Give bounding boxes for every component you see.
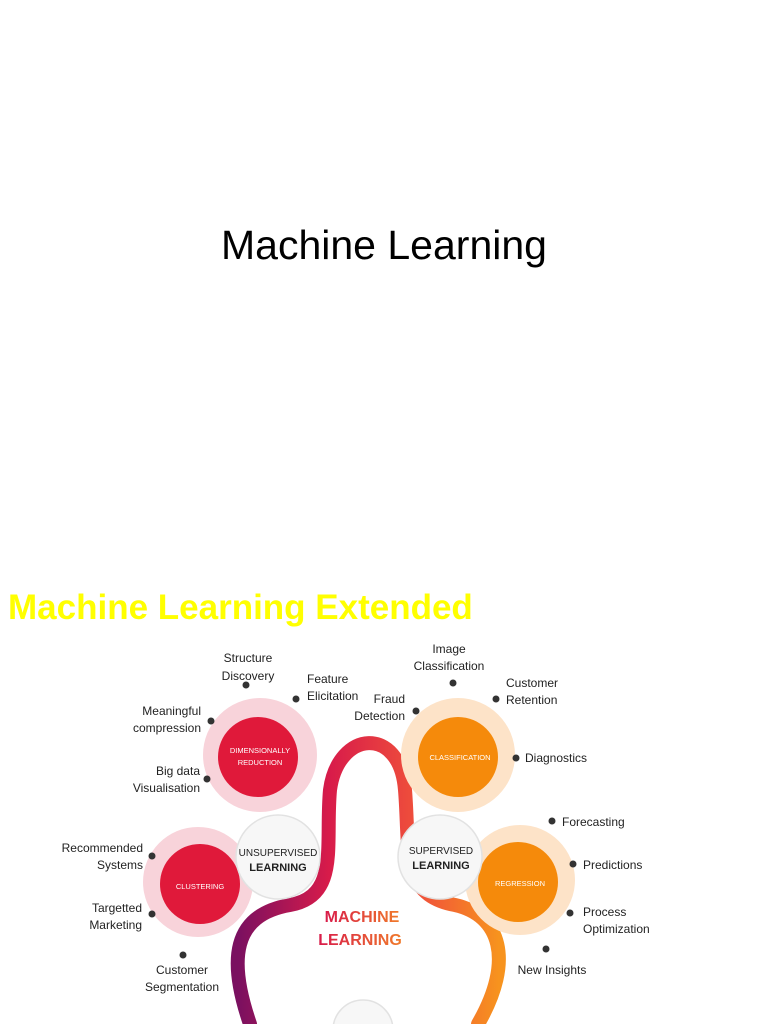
dot-process [566,909,574,917]
item-fraud-line1: Fraud [374,692,405,706]
dot-feature [292,695,300,703]
item-recommended-line2: Systems [97,858,143,872]
item-image-line2: Classification [414,659,485,673]
clustering-circle [160,844,240,924]
item-bigdata-line1: Big data [156,764,200,778]
center-label-line2: LEARNING [318,932,402,949]
dot-predictions [569,860,577,868]
dot-structure [242,681,250,689]
section-banner-title: Machine Learning Extended [8,588,473,627]
item-image-line1: Image [432,642,466,656]
item-feature-line2: Elicitation [307,689,358,703]
machine-learning-diagram: DIMENSIONALLY REDUCTION CLUSTERING CLASS… [62,642,650,1024]
item-process-line2: Optimization [583,922,650,936]
classification-label: CLASSIFICATION [429,753,490,762]
item-fraud-line2: Detection [354,709,405,723]
item-meaningful-line1: Meaningful [142,704,201,718]
dimensionality-label-line2: REDUCTION [238,758,283,767]
bullet-dots [148,679,577,959]
item-recommended-line1: Recommended [62,841,143,855]
item-targetted-line1: Targetted [92,901,142,915]
dot-retention [492,695,500,703]
center-label-line1: MACHINE [325,909,400,926]
dimensionality-circle [218,717,298,797]
unsupervised-label-line2: LEARNING [249,862,306,874]
dot-image [449,679,457,687]
ribbon-path [230,736,506,1024]
item-feature-line1: Feature [307,672,349,686]
item-segmentation-line1: Customer [156,963,208,977]
clustering-label: CLUSTERING [176,882,225,891]
supervised-label-line2: LEARNING [412,860,469,872]
item-bigdata-line2: Visualisation [133,781,200,795]
regression-circle [478,842,558,922]
item-meaningful-line2: compression [133,721,201,735]
supervised-label-line1: SUPERVISED [409,846,473,857]
dot-insights [542,945,550,953]
supervised-hub [397,814,483,900]
item-predictions: Predictions [583,858,642,872]
dot-segmentation [179,951,187,959]
item-structure-line2: Discovery [222,669,275,683]
bottom-hub [332,999,394,1024]
item-structure-line1: Structure [224,651,273,665]
dot-diagnostics [512,754,520,762]
item-segmentation-line2: Segmentation [145,980,219,994]
dot-meaningful [207,717,215,725]
item-process-line1: Process [583,905,626,919]
regression-label: REGRESSION [495,879,545,888]
item-retention-line2: Retention [506,693,557,707]
classification-circle [418,717,498,797]
unsupervised-label-line1: UNSUPERVISED [239,848,318,859]
item-diagnostics: Diagnostics [525,751,587,765]
item-forecasting: Forecasting [562,815,625,829]
dimensionality-label-line1: DIMENSIONALLY [230,746,290,755]
item-targetted-line2: Marketing [89,918,142,932]
dot-bigdata [203,775,211,783]
slide-title: Machine Learning [221,222,547,268]
dot-forecasting [548,817,556,825]
unsupervised-hub [235,814,321,900]
item-retention-line1: Customer [506,676,558,690]
dot-fraud [412,707,420,715]
dot-recommended [148,852,156,860]
item-insights: New Insights [518,963,587,977]
dot-targetted [148,910,156,918]
